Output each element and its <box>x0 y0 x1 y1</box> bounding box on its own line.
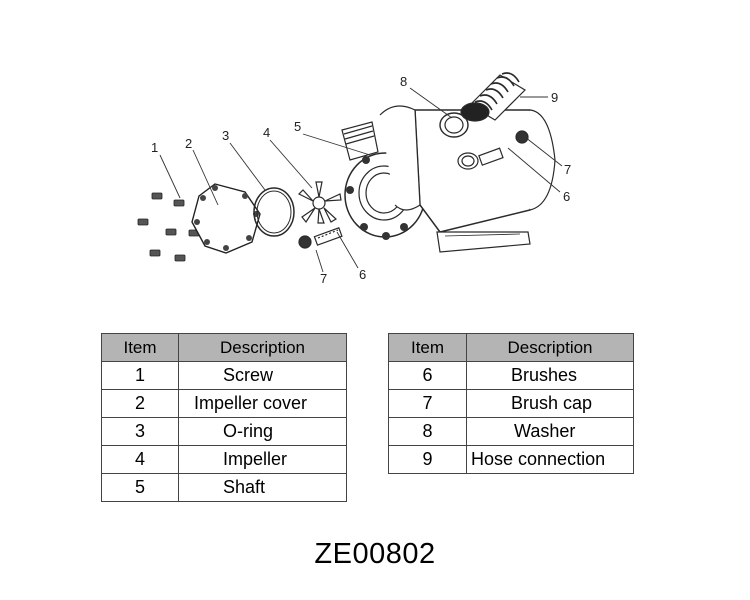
header-item: Item <box>101 333 179 362</box>
table-row: 8 Washer <box>388 417 634 446</box>
callout-1: 1 <box>151 140 158 155</box>
table-row: 6 Brushes <box>388 361 634 390</box>
item-number: 5 <box>101 473 179 502</box>
item-description: Impeller cover <box>178 389 347 418</box>
washer-drawing <box>439 112 469 138</box>
table-row: 2 Impeller cover <box>101 389 347 418</box>
item-number: 7 <box>388 389 467 418</box>
leader-lines <box>159 87 563 273</box>
header-item: Item <box>388 333 467 362</box>
item-description: Brushes <box>466 361 634 390</box>
model-code: ZE00802 <box>314 538 436 570</box>
table-header-row: Item Description <box>388 333 634 362</box>
item-description: Hose connection <box>466 445 634 474</box>
hose-connection-drawing <box>460 72 526 122</box>
item-description: Brush cap <box>466 389 634 418</box>
item-number: 3 <box>101 417 179 446</box>
item-description: Washer <box>466 417 634 446</box>
table-row: 5 Shaft <box>101 473 347 502</box>
item-number: 1 <box>101 361 179 390</box>
exploded-pump-diagram: 1 2 3 4 5 6 7 8 9 6 7 <box>137 72 571 286</box>
callout-7-rear: 7 <box>564 162 571 177</box>
item-description: Shaft <box>178 473 347 502</box>
callout-4: 4 <box>263 125 270 140</box>
table-row: 3 O-ring <box>101 417 347 446</box>
item-number: 8 <box>388 417 467 446</box>
table-row: 4 Impeller <box>101 445 347 474</box>
callout-6-front: 6 <box>359 267 366 282</box>
screws-drawing <box>137 192 200 262</box>
callout-5: 5 <box>294 119 301 134</box>
motor-body-drawing <box>379 105 556 253</box>
header-description: Description <box>178 333 347 362</box>
callout-numbers: 1 2 3 4 5 6 7 8 9 6 7 <box>151 74 571 286</box>
item-number: 6 <box>388 361 467 390</box>
callout-6-rear: 6 <box>563 189 570 204</box>
impeller-cover-drawing <box>191 183 261 254</box>
item-description: O-ring <box>178 417 347 446</box>
table-row: 9 Hose connection <box>388 445 634 474</box>
item-description: Screw <box>178 361 347 390</box>
header-description: Description <box>466 333 634 362</box>
item-number: 9 <box>388 445 467 474</box>
item-number: 2 <box>101 389 179 418</box>
parts-table-left: Item Description 1 Screw 2 Impeller cove… <box>101 333 347 502</box>
impeller-drawing <box>297 181 342 224</box>
callout-2: 2 <box>185 136 192 151</box>
callout-8: 8 <box>400 74 407 89</box>
table-row: 1 Screw <box>101 361 347 390</box>
callout-3: 3 <box>222 128 229 143</box>
table-row: 7 Brush cap <box>388 389 634 418</box>
parts-table-right: Item Description 6 Brushes 7 Brush cap 8… <box>388 333 634 474</box>
item-number: 4 <box>101 445 179 474</box>
front-brush-cap-drawing <box>298 227 343 249</box>
callout-7-front: 7 <box>320 271 327 286</box>
o-ring-drawing <box>253 187 295 237</box>
table-header-row: Item Description <box>101 333 347 362</box>
callout-9: 9 <box>551 90 558 105</box>
item-description: Impeller <box>178 445 347 474</box>
